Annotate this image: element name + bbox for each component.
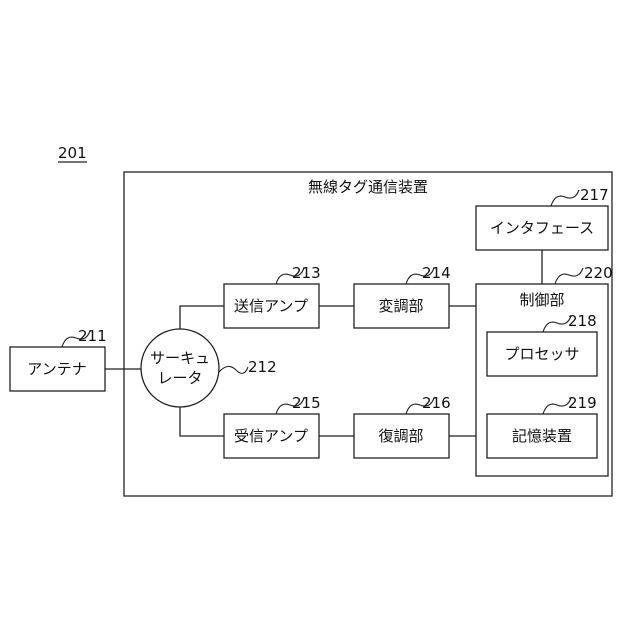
modulator-ref: 214 <box>422 264 451 282</box>
controller-ref: 220 <box>584 264 613 282</box>
demodulator-ref: 216 <box>422 394 451 412</box>
circulator-label-line1: サーキュ <box>150 349 210 367</box>
circulator-ref: 212 <box>248 358 277 376</box>
tx-amp-label: 送信アンプ <box>234 297 308 315</box>
antenna-ref: 211 <box>78 327 107 345</box>
interface-ref: 217 <box>580 186 609 204</box>
circulator-label-line2: レータ <box>157 369 202 387</box>
interface-label: インタフェース <box>490 219 594 237</box>
demodulator-label: 復調部 <box>378 427 423 445</box>
controller-label: 制御部 <box>519 291 564 309</box>
storage-ref: 219 <box>568 394 597 412</box>
tx-amp-ref: 213 <box>292 264 321 282</box>
rx-amp-label: 受信アンプ <box>234 427 308 445</box>
antenna-label: アンテナ <box>27 360 86 378</box>
figure-ref-label: 201 <box>58 144 87 162</box>
device-title: 無線タグ通信装置 <box>308 178 428 196</box>
processor-label: プロセッサ <box>504 345 579 363</box>
processor-ref: 218 <box>568 312 597 330</box>
storage-label: 記憶装置 <box>512 427 572 445</box>
rx-amp-ref: 215 <box>292 394 321 412</box>
modulator-label: 変調部 <box>378 297 423 315</box>
circulator-circle <box>141 329 219 407</box>
